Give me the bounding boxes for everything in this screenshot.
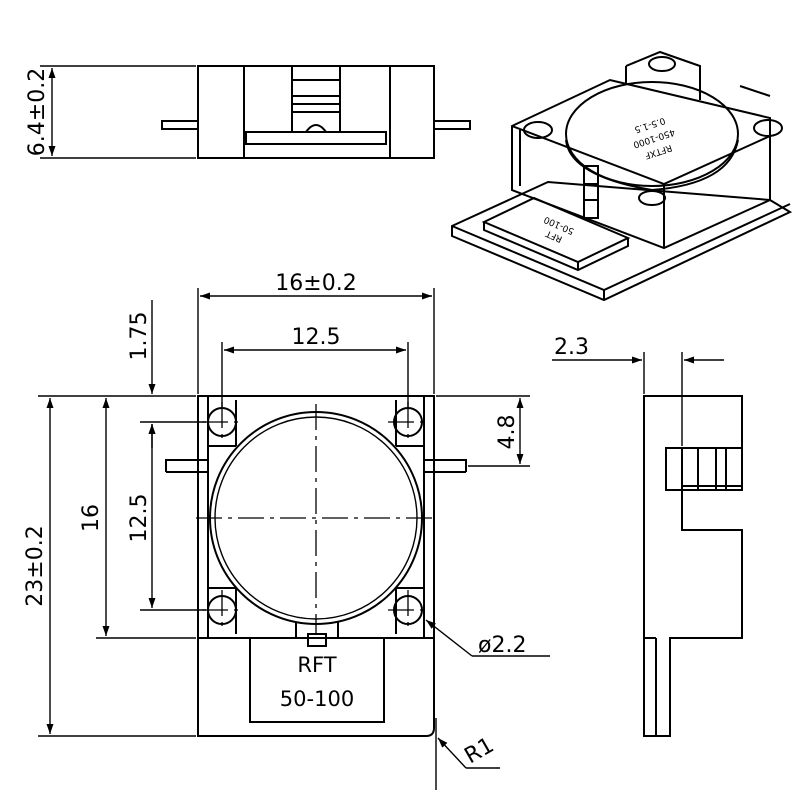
- dim-corner-radius: R1: [435, 718, 500, 790]
- iso-hole-right: [753, 119, 783, 137]
- right-side-view: [643, 395, 743, 737]
- dim-label-width-total: 16±0.2: [275, 271, 356, 296]
- front-lower-extension: [197, 638, 435, 737]
- dim-label-tab-offset: 4.8: [495, 415, 520, 450]
- iso-hole-top: [648, 56, 676, 72]
- iso-chip: [481, 196, 631, 264]
- dim-label-corner-radius: R1: [461, 733, 499, 769]
- iso-chip-marking: RFT 50-100: [542, 214, 575, 244]
- dim-height-body: 16: [79, 398, 196, 639]
- label-line-2: 50-100: [280, 687, 354, 711]
- side-pin-left: [161, 120, 199, 130]
- front-pin-right: [424, 459, 467, 472]
- side-base-plate: [245, 131, 387, 145]
- dim-thickness-right: 2.3: [552, 335, 724, 446]
- side-pin-right: [433, 120, 471, 130]
- isometric-view: RFTXF 450-1000 0.5-1.5 RFT 50-100: [451, 50, 793, 302]
- right-slot: [665, 447, 743, 491]
- iso-disc: [565, 81, 739, 187]
- dim-hole-spacing-x: 12.5: [221, 325, 409, 408]
- dim-tab-offset: 4.8: [436, 395, 530, 467]
- dim-hole-diameter: ø2.2: [425, 619, 550, 658]
- side-body-outline: [197, 65, 435, 159]
- dim-width-total: 16±0.2: [197, 271, 435, 394]
- front-connector-tab: [307, 633, 327, 647]
- label-line-1: RFT: [297, 653, 336, 677]
- dim-label-offset-top: 1.75: [127, 312, 152, 361]
- dim-label-height-total: 23±0.2: [23, 525, 48, 606]
- dim-offset-top: 1.75: [127, 300, 206, 448]
- dim-side-height: 6.4±0.2: [25, 65, 196, 159]
- dim-label-hole-diameter: ø2.2: [478, 633, 526, 658]
- front-view: RFT 50-100: [165, 395, 467, 737]
- iso-hole-front: [638, 190, 666, 206]
- dim-label-thickness-right: 2.3: [554, 335, 589, 360]
- dim-label-height-body: 16: [79, 504, 104, 532]
- dim-label-hole-spacing-x: 12.5: [292, 325, 341, 350]
- dim-label-hole-spacing-y: 12.5: [127, 494, 152, 543]
- iso-disc-marking: RFTXF 450-1000 0.5-1.5: [631, 115, 676, 160]
- dim-label-side-height: 6.4±0.2: [25, 68, 50, 156]
- front-label-box: [249, 637, 385, 723]
- dim-hole-spacing-y: 12.5: [127, 424, 206, 611]
- iso-hole-left: [523, 121, 553, 139]
- top-side-view: [161, 65, 471, 159]
- dim-height-total: 23±0.2: [23, 395, 196, 737]
- front-pin-left: [165, 459, 208, 472]
